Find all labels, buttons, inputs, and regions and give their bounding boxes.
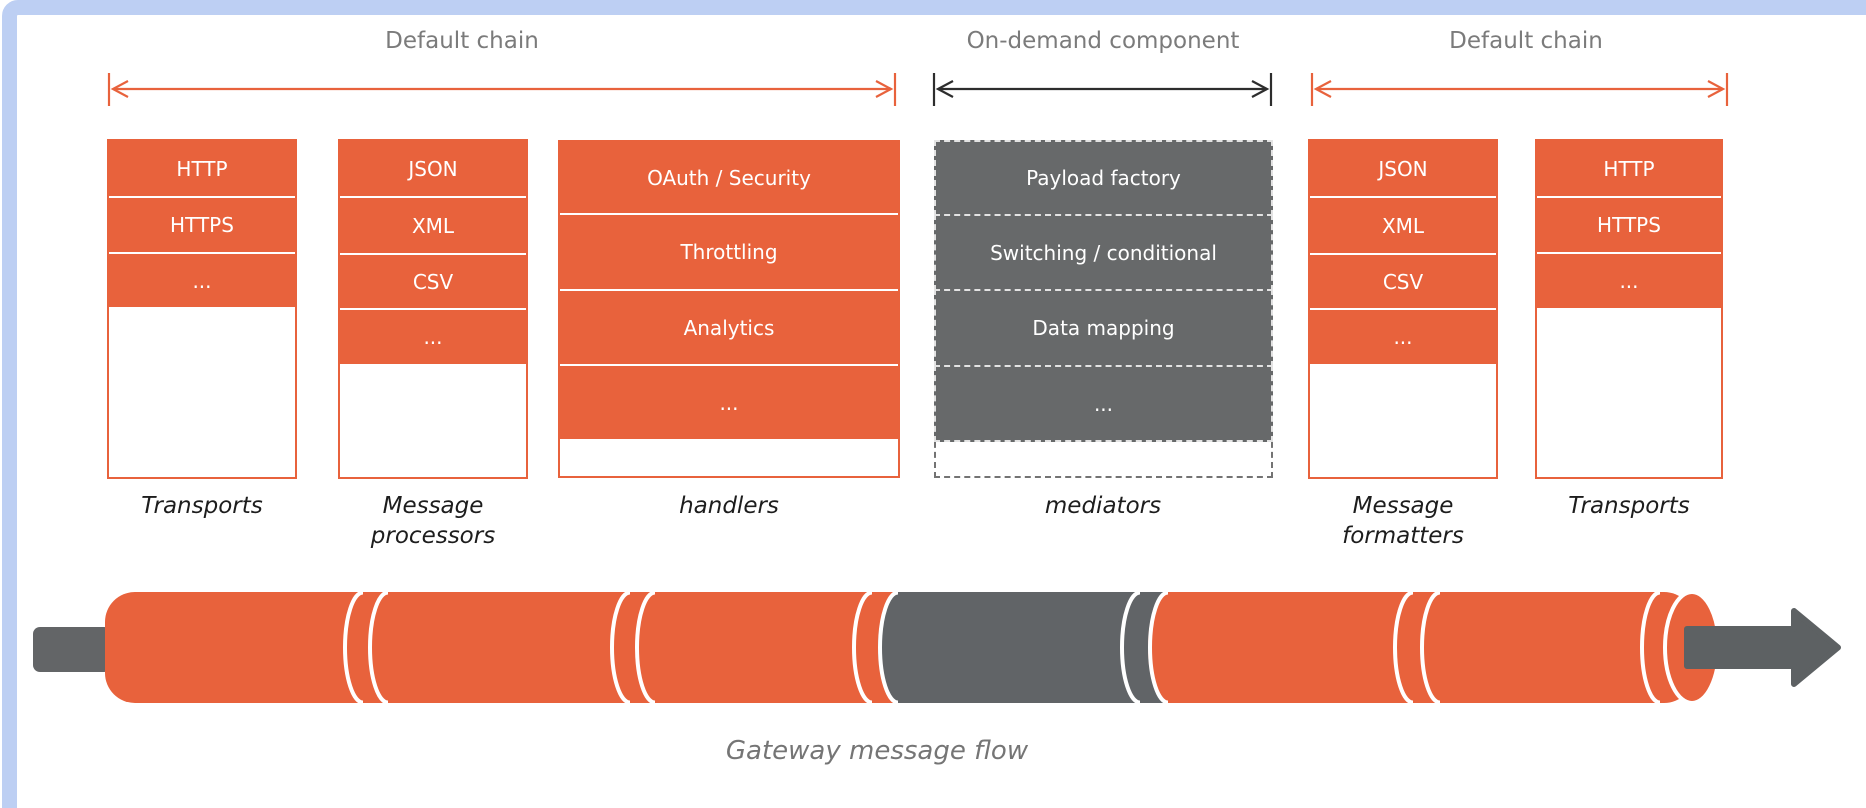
pipeline-inlet-stub bbox=[33, 627, 111, 672]
stack-row: CSV bbox=[340, 255, 526, 310]
stack-row: ... bbox=[934, 365, 1273, 442]
stack-row-label: ... bbox=[192, 268, 212, 293]
stack-row: ... bbox=[109, 254, 295, 307]
label-line: Message bbox=[382, 493, 484, 519]
label-mediators: mediators bbox=[963, 491, 1243, 521]
stack-row-label: JSON bbox=[408, 156, 458, 181]
stack-row-label: ... bbox=[1093, 391, 1114, 416]
stack-row-label: CSV bbox=[412, 269, 454, 294]
stack-row: OAuth / Security bbox=[560, 142, 898, 215]
label-line: mediators bbox=[1044, 493, 1162, 519]
label-handlers: handlers bbox=[589, 491, 869, 521]
stack-row: ... bbox=[1537, 254, 1721, 308]
stack-row-label: Analytics bbox=[683, 315, 775, 340]
stack-row: XML bbox=[340, 198, 526, 255]
stack-row: Data mapping bbox=[934, 289, 1273, 367]
stack-message-processors: JSON XML CSV ... bbox=[338, 139, 528, 479]
stack-row: Throttling bbox=[560, 215, 898, 291]
stack-handlers: OAuth / Security Throttling Analytics ..… bbox=[558, 140, 900, 478]
stack-row-label: OAuth / Security bbox=[647, 165, 811, 190]
stack-row-label: HTTP bbox=[176, 156, 228, 181]
stack-row: JSON bbox=[1310, 141, 1496, 198]
default-chain-right-span-arrow-icon bbox=[1310, 73, 1729, 106]
stack-transports-left: HTTP HTTPS ... bbox=[107, 139, 297, 479]
label-line: processors bbox=[370, 523, 496, 549]
label-message-processors: Message processors bbox=[293, 491, 573, 551]
stack-row: ... bbox=[1310, 310, 1496, 364]
label-line: Transports bbox=[1568, 493, 1690, 519]
stack-row: CSV bbox=[1310, 255, 1496, 310]
annotation-default-chain-right: Default chain bbox=[1449, 28, 1603, 54]
stack-message-formatters: JSON XML CSV ... bbox=[1308, 139, 1498, 479]
pipeline-gray-segment bbox=[878, 592, 1168, 703]
stack-row-label: Data mapping bbox=[1032, 316, 1175, 340]
default-chain-left-span-arrow-icon bbox=[107, 73, 897, 106]
stack-row-label: ... bbox=[719, 390, 739, 415]
label-line: formatters bbox=[1342, 523, 1464, 549]
stack-row-label: JSON bbox=[1378, 156, 1428, 181]
stack-row-label: HTTPS bbox=[1597, 213, 1661, 237]
label-transports-right: Transports bbox=[1489, 491, 1769, 521]
stack-mediators: Payload factory Switching / conditional … bbox=[934, 140, 1273, 478]
stack-row: HTTPS bbox=[109, 198, 295, 254]
stack-row-label: XML bbox=[411, 213, 455, 238]
stack-row-label: Payload factory bbox=[1026, 166, 1181, 190]
stack-row: HTTPS bbox=[1537, 198, 1721, 254]
stack-row: HTTP bbox=[109, 141, 295, 198]
annotation-default-chain-left: Default chain bbox=[385, 28, 539, 54]
label-line: handlers bbox=[679, 493, 779, 519]
stack-row: HTTP bbox=[1537, 141, 1721, 198]
stack-row-label: HTTPS bbox=[170, 213, 234, 237]
stack-row-label: XML bbox=[1381, 213, 1425, 238]
stack-row: ... bbox=[340, 310, 526, 364]
annotation-on-demand-component: On-demand component bbox=[966, 28, 1240, 54]
stack-row-label: ... bbox=[1393, 325, 1413, 349]
pipeline bbox=[33, 590, 1841, 705]
label-line: Message bbox=[1352, 493, 1454, 519]
label-message-formatters: Message formatters bbox=[1263, 491, 1543, 551]
gateway-message-flow-label: Gateway message flow bbox=[725, 736, 1029, 766]
segment-divider-arcs bbox=[343, 590, 1661, 705]
stack-row-label: ... bbox=[423, 325, 443, 349]
label-transports-left: Transports bbox=[62, 491, 342, 521]
stack-row-label: Throttling bbox=[680, 240, 778, 264]
label-line: Transports bbox=[141, 493, 263, 519]
stack-row: JSON bbox=[340, 141, 526, 198]
stack-row-label: Switching / conditional bbox=[990, 240, 1217, 265]
flow-direction-arrow-icon bbox=[1684, 608, 1841, 687]
stack-row: ... bbox=[560, 366, 898, 439]
stack-row-label: HTTP bbox=[1603, 156, 1655, 181]
on-demand-span-arrow-icon bbox=[932, 73, 1273, 106]
stack-row-label: CSV bbox=[1382, 269, 1424, 294]
stack-row-label: ... bbox=[1619, 269, 1639, 293]
stack-row: Switching / conditional bbox=[934, 214, 1273, 291]
stack-row: XML bbox=[1310, 198, 1496, 255]
stack-row: Payload factory bbox=[934, 140, 1273, 216]
stack-row: Analytics bbox=[560, 291, 898, 366]
stack-transports-right: HTTP HTTPS ... bbox=[1535, 139, 1723, 479]
